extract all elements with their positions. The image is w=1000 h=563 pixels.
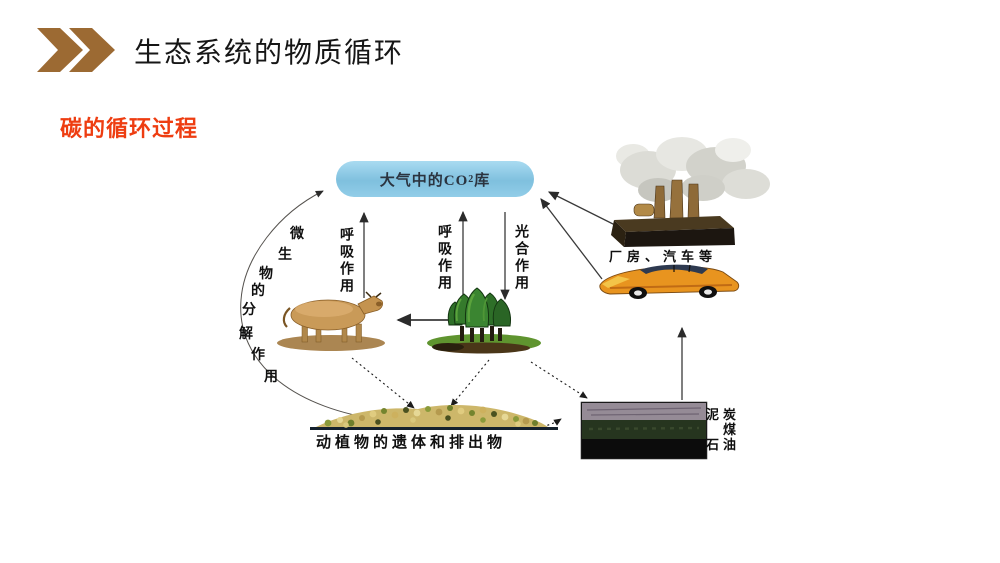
fossil-layers-illustration: [580, 401, 708, 460]
factory-to-co2-arrow: [547, 191, 616, 226]
section-subtitle: 碳的循环过程: [60, 116, 199, 141]
decomposition-arc-arrow: [240, 190, 391, 422]
car-to-co2-arrow: [540, 198, 603, 280]
trees-to-fossil-dashed-arrow: [530, 361, 588, 399]
car-illustration: [599, 264, 740, 299]
factory-car-label: 厂房、汽车等: [609, 249, 718, 264]
remains-to-fossil-dashed-arrow: [497, 418, 562, 429]
trees-to-remains-dashed-arrow: [450, 359, 490, 407]
decomposition-label-char: 生: [278, 246, 292, 262]
co2-subscript: 2: [468, 173, 475, 185]
fossil-label: 泥炭 煤 石油: [706, 407, 740, 452]
decomposition-label-char: 分: [242, 301, 256, 317]
double-chevron-icon: [37, 28, 115, 72]
cow-to-remains-dashed-arrow: [351, 357, 415, 409]
remains-label: 动植物的遗体和排出物: [316, 434, 507, 451]
page-title: 生态系统的物质循环: [134, 37, 405, 68]
decomposition-label-char: 物: [259, 265, 273, 281]
co2-pool-label: 大气中的CO: [379, 172, 469, 189]
photosynthesis-label: 光合作用: [514, 224, 530, 292]
co2-pool-label-suffix: 库: [474, 172, 491, 189]
decomposition-label-char: 微: [290, 225, 304, 241]
cow-illustration: [277, 291, 385, 351]
fossil-label-line2: 煤: [723, 422, 741, 437]
fossil-label-line1: 泥炭: [706, 407, 741, 422]
remains-pile-illustration: [310, 405, 558, 430]
decomposition-label-char: 作: [251, 346, 265, 362]
factory-illustration: [611, 137, 770, 247]
respiration-label-cow: 呼吸作用: [339, 227, 355, 295]
decomposition-label-char: 解: [239, 325, 253, 341]
trees-illustration: [427, 287, 541, 354]
decomposition-label-char: 的: [251, 282, 265, 298]
respiration-label-trees: 呼吸作用: [437, 224, 453, 292]
decomposition-label-char: 用: [264, 368, 278, 384]
fossil-label-line3: 石油: [706, 437, 741, 452]
